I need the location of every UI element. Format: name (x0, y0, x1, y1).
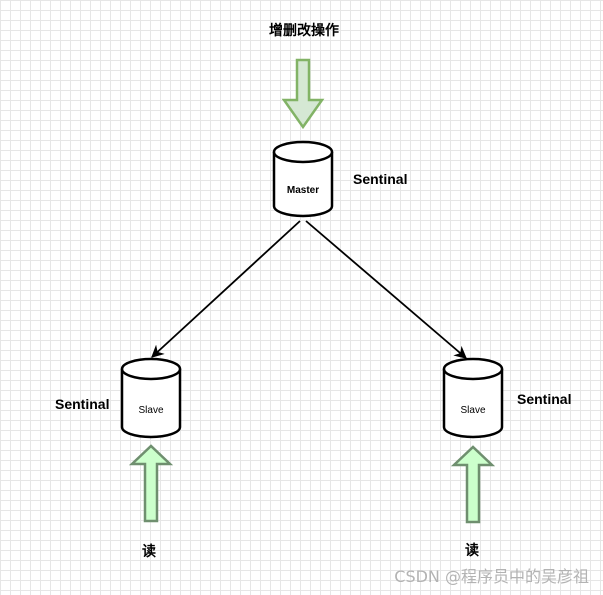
slave-right-sentinel-label: Sentinal (517, 391, 572, 407)
replication-arrow-left (151, 220, 301, 358)
master-cylinder (272, 140, 334, 218)
slave-left-label: Slave (138, 405, 164, 416)
replication-arrow-right (305, 220, 467, 359)
slave-left-read-label: 读 (142, 544, 156, 560)
slave-right-read-label: 读 (465, 543, 479, 559)
watermark-text: CSDN @程序员中的吴彦祖 (394, 567, 589, 586)
master-sentinel-label: Sentinal (353, 171, 408, 187)
master-label: Master (286, 185, 320, 196)
read-up-arrow-right (450, 445, 496, 524)
slave-left-cylinder (120, 357, 182, 439)
slave-right-cylinder (442, 357, 504, 439)
write-operations-label: 增删改操作 (269, 23, 339, 39)
slave-right-label: Slave (460, 405, 486, 416)
write-down-arrow (281, 58, 325, 130)
read-up-arrow-left (128, 444, 174, 523)
slave-left-sentinel-label: Sentinal (55, 396, 110, 412)
